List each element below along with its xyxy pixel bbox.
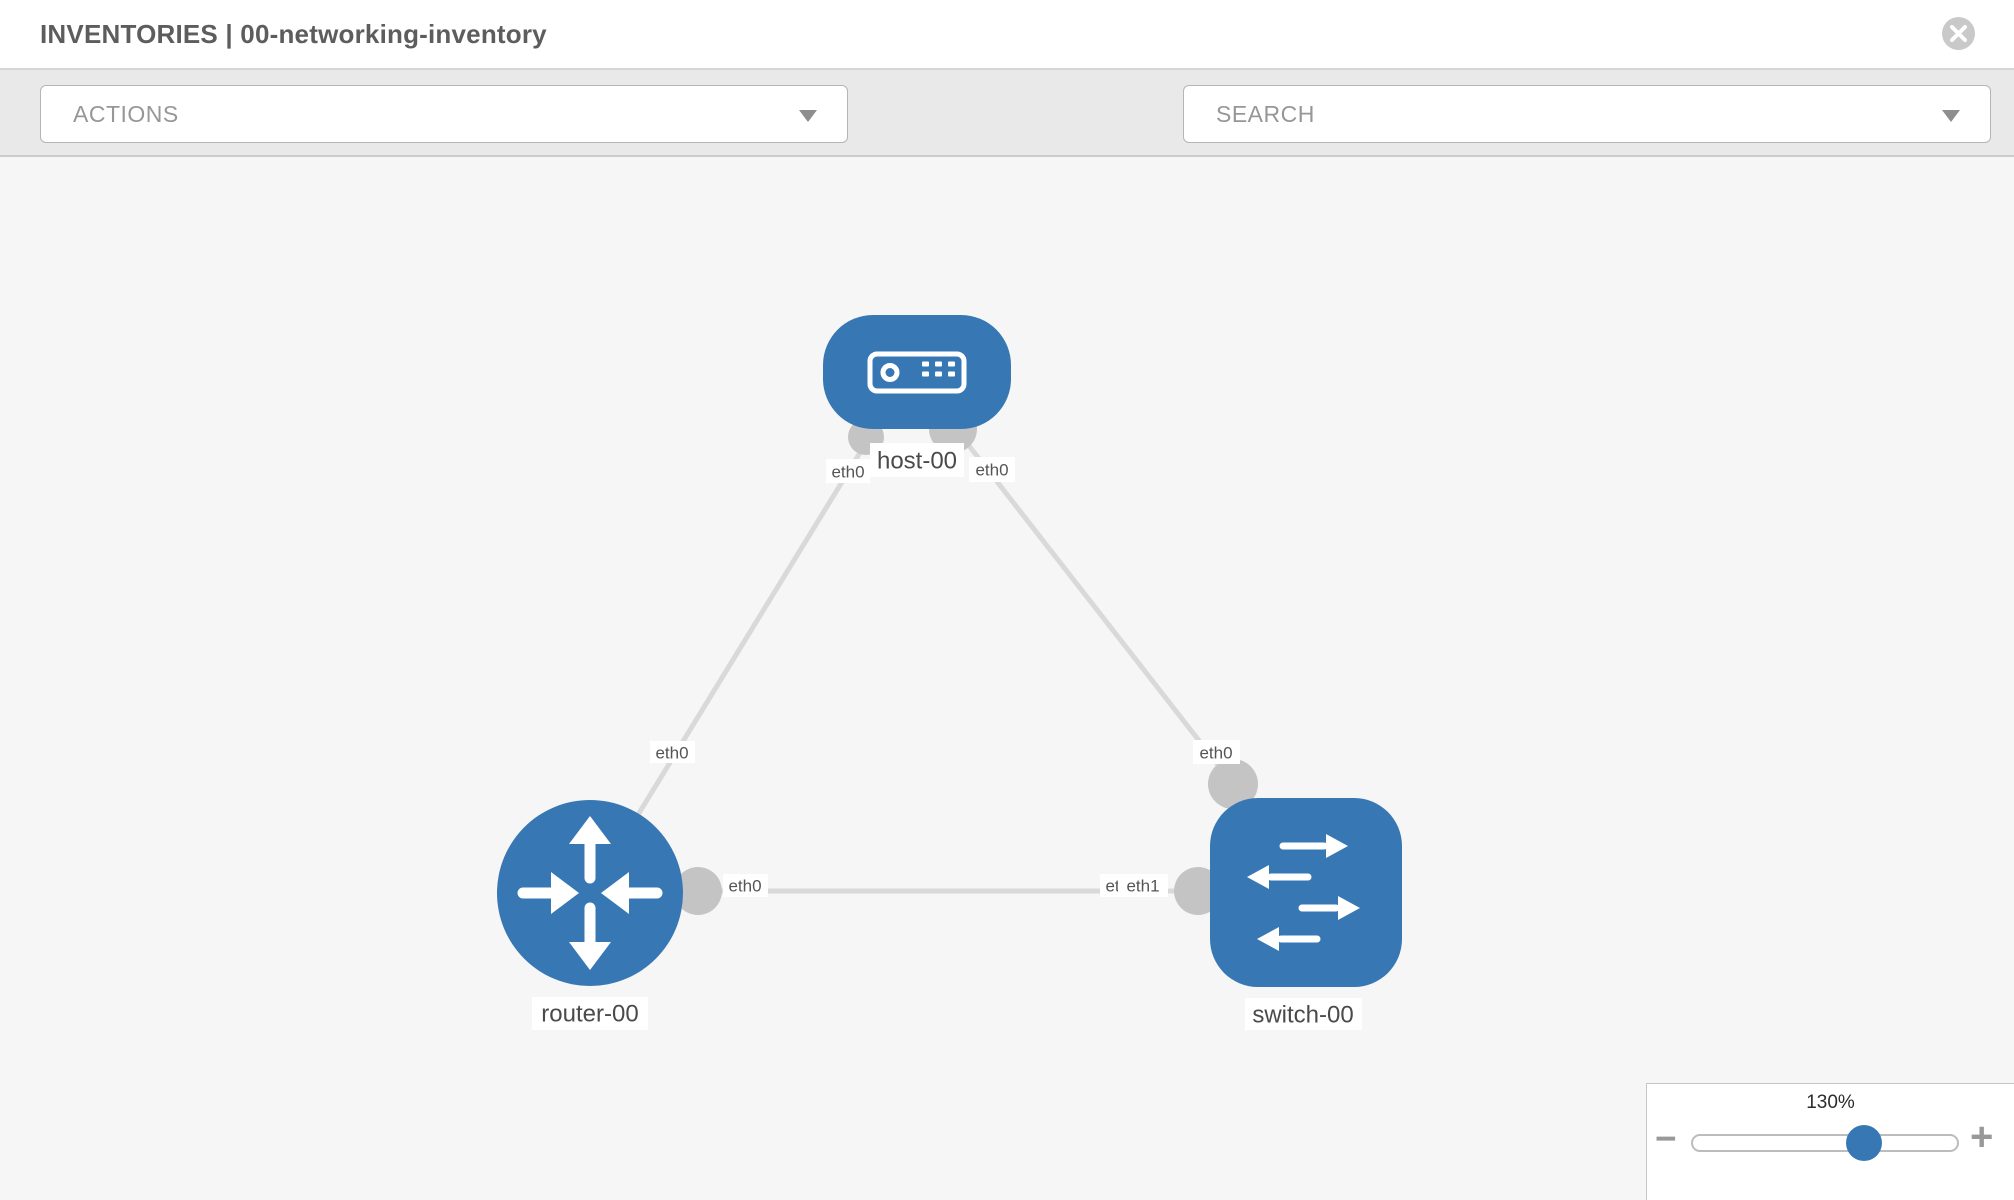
interface-label: eth0 bbox=[969, 457, 1015, 482]
node-label-host: host-00 bbox=[870, 443, 964, 477]
node-router-00[interactable] bbox=[497, 800, 683, 986]
zoom-out-button[interactable]: − bbox=[1655, 1118, 1677, 1159]
port-router-eth0[interactable] bbox=[674, 867, 722, 915]
chevron-down-icon bbox=[799, 110, 817, 122]
search-dropdown-label: SEARCH bbox=[1216, 101, 1315, 127]
svg-text:eth1: eth1 bbox=[1126, 877, 1159, 896]
actions-dropdown-label: ACTIONS bbox=[73, 101, 179, 127]
interface-label: eth0 bbox=[826, 459, 870, 483]
host-icon bbox=[867, 351, 967, 394]
zoom-level-value: 130% bbox=[1806, 1092, 1855, 1113]
svg-text:switch-00: switch-00 bbox=[1252, 1002, 1353, 1029]
svg-text:eth0: eth0 bbox=[1199, 744, 1232, 763]
header-bar: INVENTORIES | 00-networking-inventory bbox=[0, 0, 2014, 70]
topology-canvas[interactable]: eth0 eth0 eth0 eth0 eth0 eth0 bbox=[0, 157, 2014, 1200]
close-icon bbox=[1950, 25, 1967, 42]
svg-text:router-00: router-00 bbox=[541, 1001, 638, 1028]
interface-label: eth0 bbox=[1193, 740, 1240, 764]
node-label-router: router-00 bbox=[532, 997, 648, 1030]
zoom-slider-track[interactable] bbox=[1691, 1134, 1959, 1152]
zoom-control-panel: 130% − + bbox=[1646, 1083, 2014, 1200]
svg-text:eth0: eth0 bbox=[655, 744, 688, 763]
svg-text:eth0: eth0 bbox=[975, 461, 1008, 480]
switch-icon bbox=[1247, 834, 1360, 951]
interface-label-overlapping: eth0 eth1 bbox=[1100, 874, 1168, 897]
node-switch-00[interactable] bbox=[1210, 798, 1402, 987]
link-host-router[interactable] bbox=[595, 418, 883, 882]
svg-text:host-00: host-00 bbox=[877, 448, 957, 475]
port-switch-eth0[interactable] bbox=[1208, 759, 1258, 809]
svg-text:eth0: eth0 bbox=[728, 877, 761, 896]
router-icon bbox=[517, 816, 663, 970]
svg-text:eth0: eth0 bbox=[831, 463, 864, 482]
interface-label: eth0 bbox=[723, 874, 768, 897]
page-title: INVENTORIES | 00-networking-inventory bbox=[40, 19, 547, 49]
zoom-in-button[interactable]: + bbox=[1970, 1115, 1994, 1159]
node-host-00[interactable] bbox=[823, 315, 1011, 429]
interface-label: eth0 bbox=[650, 741, 695, 763]
node-label-switch: switch-00 bbox=[1245, 998, 1362, 1030]
toolbar: ACTIONS SEARCH bbox=[0, 70, 2014, 203]
zoom-slider-thumb[interactable] bbox=[1846, 1125, 1882, 1161]
actions-dropdown[interactable]: ACTIONS bbox=[40, 85, 848, 143]
chevron-down-icon bbox=[1942, 110, 1960, 122]
search-dropdown[interactable]: SEARCH bbox=[1183, 85, 1991, 143]
close-button[interactable] bbox=[1942, 17, 1975, 50]
